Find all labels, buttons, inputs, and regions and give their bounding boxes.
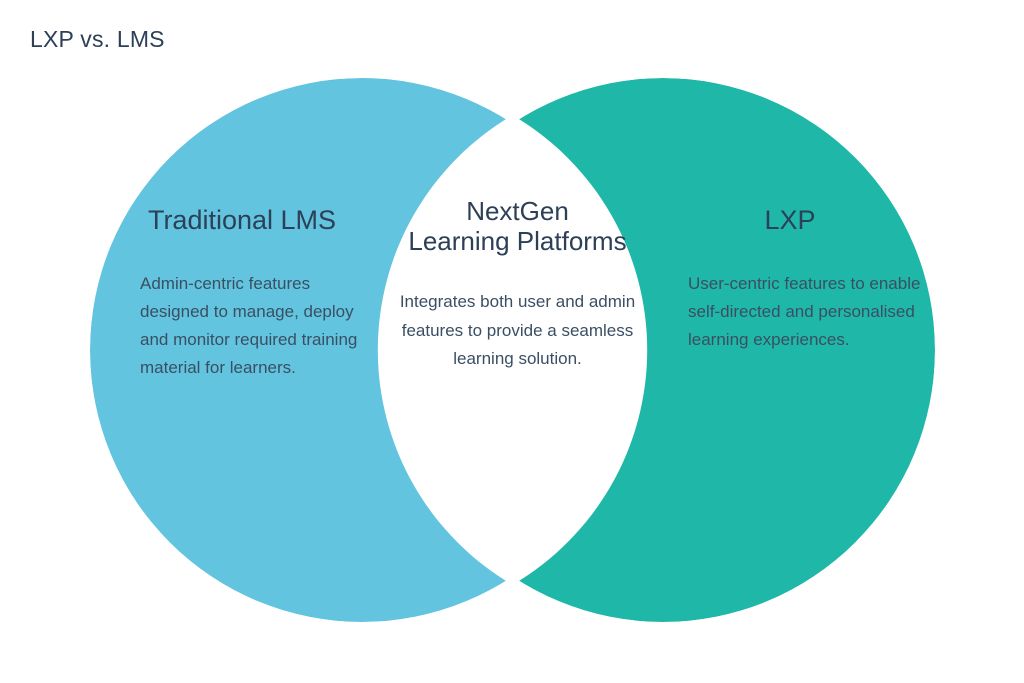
venn-overlap-lens — [377, 115, 648, 585]
venn-centre-heading: NextGen Learning Platforms — [408, 196, 627, 257]
venn-right-heading: LXP — [764, 205, 816, 235]
venn-left-text-block: Traditional LMS Admin-centric features d… — [108, 205, 376, 382]
venn-centre-text-block: NextGen Learning Platforms Integrates bo… — [396, 196, 639, 373]
venn-centre-body: Integrates both user and admin features … — [399, 292, 636, 368]
venn-right-body: User-centric features to enable self-dir… — [688, 274, 921, 350]
venn-left-heading: Traditional LMS — [147, 205, 337, 235]
page-title: LXP vs. LMS — [30, 26, 165, 52]
venn-left-body: Admin-centric features designed to manag… — [140, 274, 358, 377]
venn-right-text-block: LXP User-centric features to enable self… — [656, 205, 924, 354]
